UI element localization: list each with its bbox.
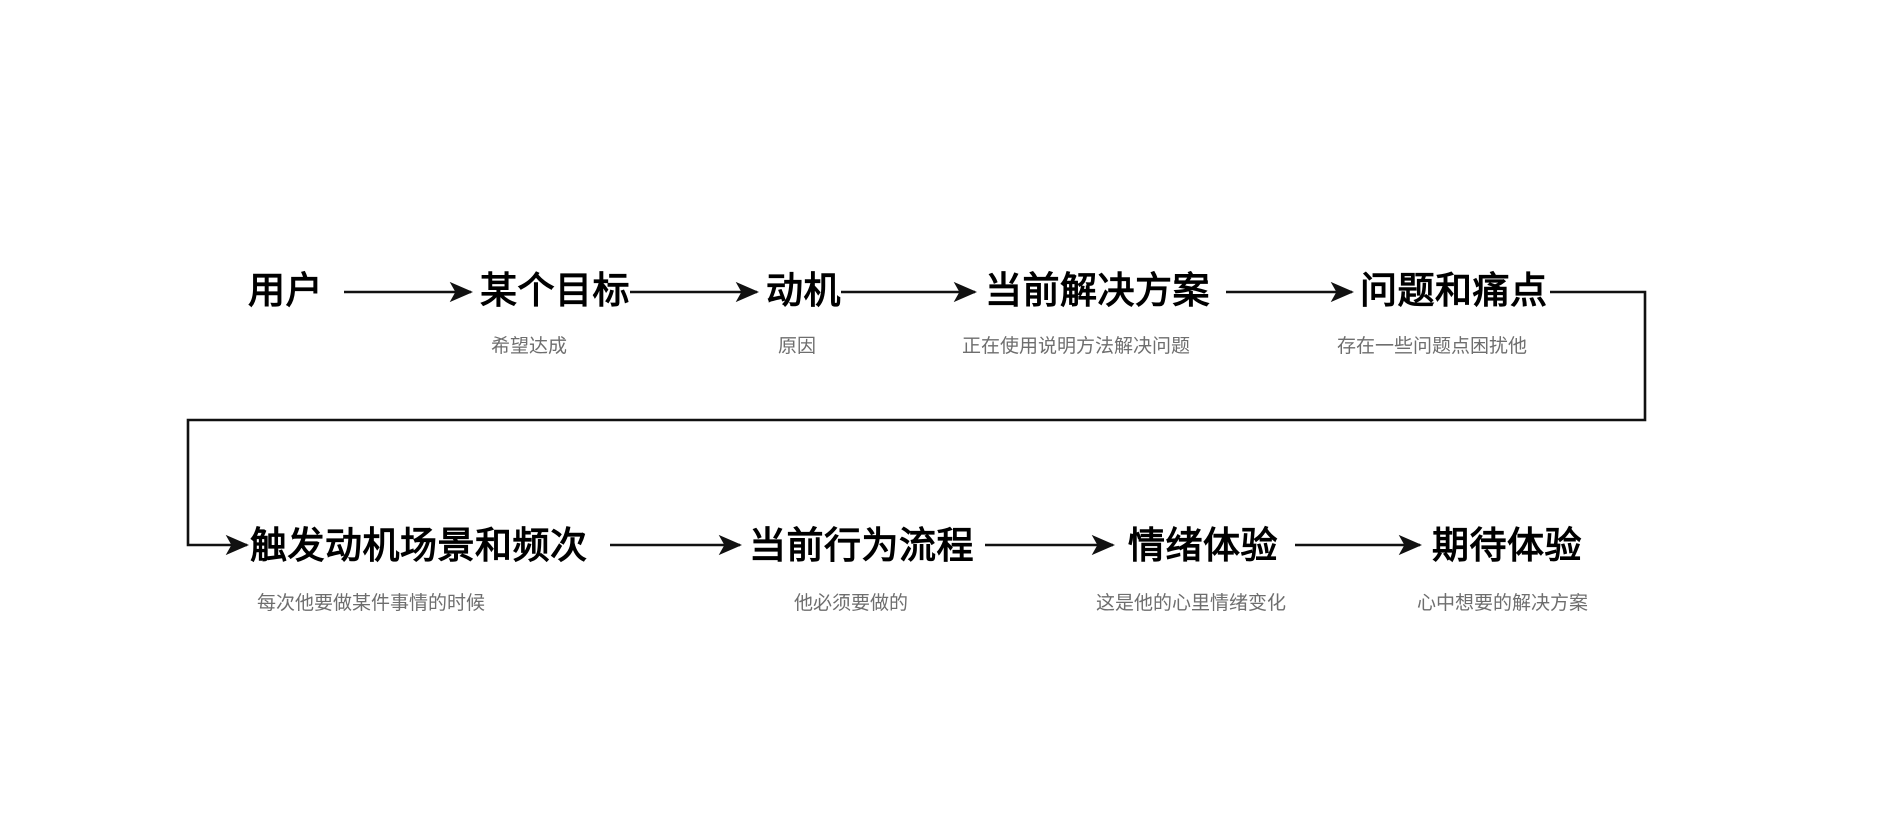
node-pain-points[interactable]: 问题和痛点 — [1360, 272, 1548, 309]
node-motivation-caption: 原因 — [778, 336, 817, 357]
node-current-solution-caption: 正在使用说明方法解决问题 — [962, 336, 1191, 357]
node-expected-experience-title: 期待体验 — [1432, 525, 1582, 566]
wrap-connector — [186, 290, 1647, 556]
node-current-behavior-flow[interactable]: 当前行为流程 — [749, 527, 974, 564]
node-current-solution[interactable]: 当前解决方案 — [985, 272, 1210, 309]
node-goal[interactable]: 某个目标 — [480, 272, 630, 309]
node-motivation-title: 动机 — [766, 270, 841, 311]
node-user-title: 用户 — [248, 270, 323, 311]
node-goal-title: 某个目标 — [480, 270, 630, 311]
node-trigger-scene-title: 触发动机场景和频次 — [250, 525, 588, 566]
node-user[interactable]: 用户 — [248, 272, 323, 309]
node-current-solution-title: 当前解决方案 — [985, 270, 1210, 311]
node-emotional-experience-title: 情绪体验 — [1128, 525, 1278, 566]
node-expected-experience[interactable]: 期待体验 — [1432, 527, 1582, 564]
node-expected-experience-caption: 心中想要的解决方案 — [1417, 593, 1589, 614]
node-current-behavior-flow-caption: 他必须要做的 — [794, 593, 909, 614]
node-trigger-scene-caption: 每次他要做某件事情的时候 — [257, 593, 486, 614]
node-current-behavior-flow-title: 当前行为流程 — [749, 525, 974, 566]
node-pain-points-caption: 存在一些问题点困扰他 — [1337, 336, 1528, 357]
node-motivation[interactable]: 动机 — [766, 272, 841, 309]
node-emotional-experience-caption: 这是他的心里情绪变化 — [1096, 593, 1287, 614]
node-trigger-scene[interactable]: 触发动机场景和频次 — [250, 527, 588, 564]
node-emotional-experience[interactable]: 情绪体验 — [1128, 527, 1278, 564]
node-goal-caption: 希望达成 — [491, 336, 568, 357]
node-pain-points-title: 问题和痛点 — [1360, 270, 1548, 311]
